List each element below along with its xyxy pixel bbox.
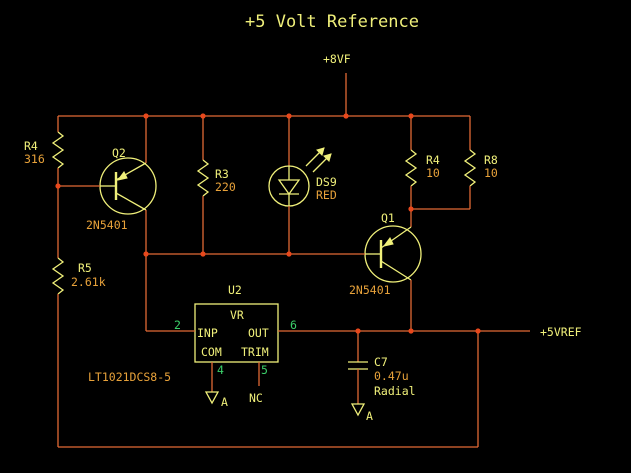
c7-package: Radial [374, 384, 416, 398]
ds9-led [268, 116, 332, 254]
u2-nc-label: NC [249, 391, 263, 405]
junction-dot [55, 183, 61, 189]
r5-ref: R5 [78, 261, 92, 275]
u2-pin5-number: 5 [261, 363, 268, 377]
r3-resistor [196, 116, 210, 254]
r4-left-value: 316 [24, 152, 45, 166]
junction-dot [408, 206, 414, 212]
q2-value: 2N5401 [86, 218, 128, 232]
junction-dot [475, 328, 481, 334]
c7-ref: C7 [374, 355, 388, 369]
junction-dot [408, 328, 414, 334]
r4-right-value: 10 [426, 166, 440, 180]
c7-ground-label: A [366, 409, 373, 423]
r3-value: 220 [215, 180, 236, 194]
c7-value: 0.47u [374, 369, 409, 383]
r4-left-resistor [51, 116, 65, 186]
q1-ref: Q1 [381, 211, 395, 225]
u2-ref: U2 [228, 283, 242, 297]
c7-capacitor [348, 331, 368, 404]
ds9-ref: DS9 [316, 175, 337, 189]
junction-dot [286, 113, 292, 119]
u2-name: VR [230, 308, 244, 322]
q1-transistor [364, 225, 422, 283]
r4-left-ref: R4 [24, 139, 38, 153]
r3-ref: R3 [215, 167, 229, 181]
u2-regulator-body [194, 303, 279, 363]
u2-pin2-number: 2 [174, 318, 181, 332]
r8-value: 10 [484, 166, 498, 180]
r8-resistor [411, 116, 477, 210]
r8-ref: R8 [484, 153, 498, 167]
junction-dot [286, 251, 292, 257]
u2-ground-label: A [221, 395, 228, 409]
q1-value: 2N5401 [349, 283, 391, 297]
u2-ground-icon [204, 391, 220, 405]
u2-part-number: LT1021DCS8-5 [88, 370, 171, 384]
junction-dot [343, 113, 349, 119]
u2-pin4-number: 4 [217, 363, 224, 377]
ds9-value: RED [316, 188, 337, 202]
junction-dot [355, 328, 361, 334]
junction-dot [408, 113, 414, 119]
r5-value: 2.61k [71, 275, 106, 289]
r4-right-ref: R4 [426, 153, 440, 167]
schematic-title: +5 Volt Reference [245, 12, 419, 32]
output-net-label: +5VREF [540, 325, 582, 339]
u2-pin-out: OUT [248, 326, 269, 340]
c7-ground-icon [350, 403, 366, 417]
u2-pin-trim: TRIM [241, 345, 269, 359]
junction-dot [143, 113, 149, 119]
supply-net-label: +8VF [323, 52, 351, 66]
junction-dot [200, 251, 206, 257]
junction-dot [143, 251, 149, 257]
q2-ref: Q2 [112, 146, 126, 160]
junction-dot [200, 113, 206, 119]
u2-pin-inp: INP [197, 326, 218, 340]
q2-transistor [99, 157, 157, 215]
r5-resistor [51, 186, 65, 447]
u2-pin-com: COM [201, 345, 222, 359]
u2-pin6-number: 6 [290, 318, 297, 332]
